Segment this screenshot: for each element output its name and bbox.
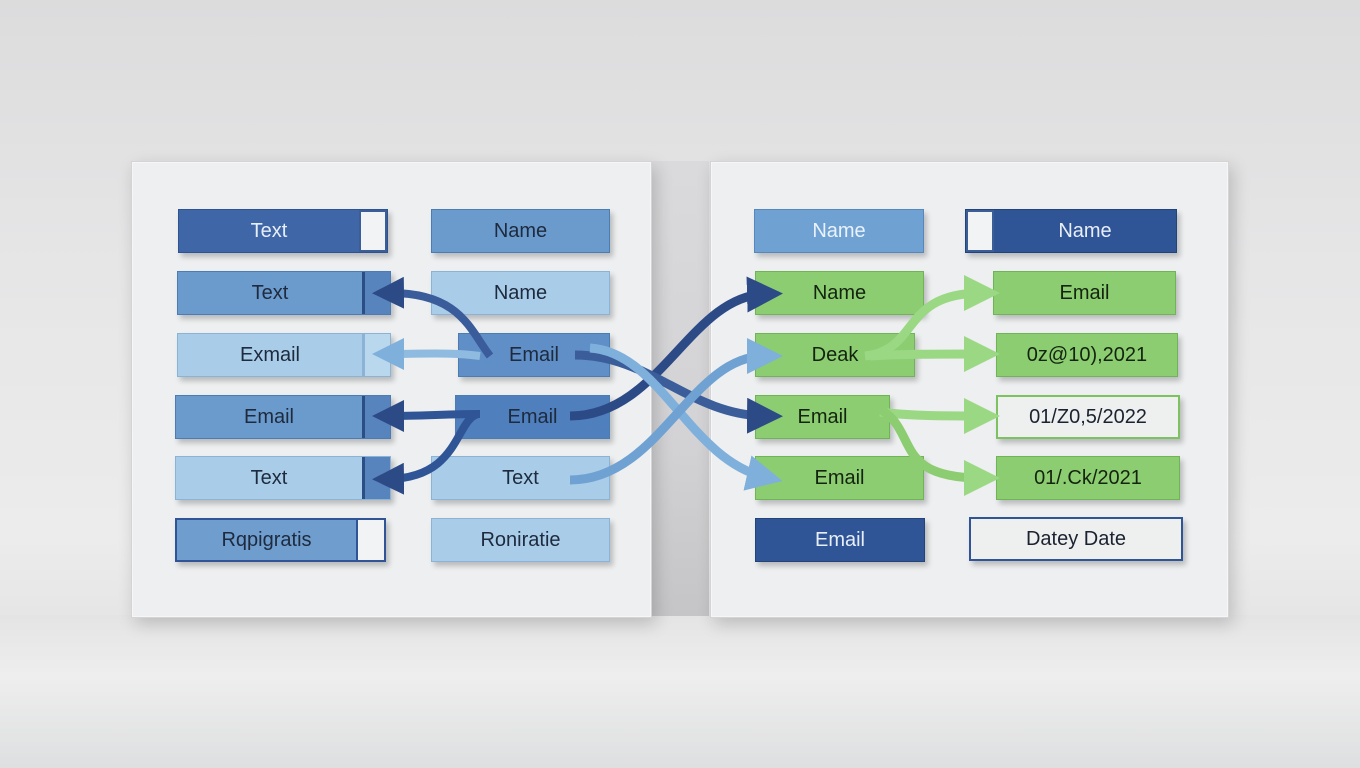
- field-connector[interactable]: [362, 272, 390, 314]
- target-field-b4[interactable]: 01/Z0,5/2022: [996, 395, 1180, 439]
- target-field-b1[interactable]: Name: [965, 209, 1177, 253]
- source-field-a6[interactable]: Rqpigratis: [175, 518, 386, 562]
- source-field-a2[interactable]: Text: [177, 271, 391, 315]
- field-connector[interactable]: [362, 457, 390, 499]
- source-field-b2[interactable]: Name: [431, 271, 610, 315]
- source-field-b6[interactable]: Roniratie: [431, 518, 610, 562]
- source-field-a3[interactable]: Exmail: [177, 333, 391, 377]
- floor: [0, 615, 1360, 768]
- target-field-a6[interactable]: Email: [755, 518, 925, 562]
- target-field-a5[interactable]: Email: [755, 456, 924, 500]
- source-field-a5[interactable]: Text: [175, 456, 391, 500]
- target-field-a1[interactable]: Name: [754, 209, 924, 253]
- source-field-b5[interactable]: Text: [431, 456, 610, 500]
- target-field-a4[interactable]: Email: [755, 395, 890, 439]
- field-checkbox[interactable]: [359, 210, 387, 252]
- field-checkbox[interactable]: [966, 210, 994, 252]
- target-field-b2[interactable]: Email: [993, 271, 1176, 315]
- target-field-b6[interactable]: Datey Date: [969, 517, 1183, 561]
- target-field-b3[interactable]: 0z@10),2021: [996, 333, 1178, 377]
- target-field-a3[interactable]: Deak: [755, 333, 915, 377]
- field-connector[interactable]: [362, 396, 390, 438]
- panel-gap-shadow: [651, 161, 709, 616]
- source-field-a1[interactable]: Text: [178, 209, 388, 253]
- source-field-b1[interactable]: Name: [431, 209, 610, 253]
- field-checkbox[interactable]: [356, 520, 384, 560]
- target-field-b5[interactable]: 01/.Ck/2021: [996, 456, 1180, 500]
- field-connector[interactable]: [362, 334, 390, 376]
- source-field-a4[interactable]: Email: [175, 395, 391, 439]
- source-field-b3[interactable]: Email: [458, 333, 610, 377]
- target-field-a2[interactable]: Name: [755, 271, 924, 315]
- source-field-b4[interactable]: Email: [455, 395, 610, 439]
